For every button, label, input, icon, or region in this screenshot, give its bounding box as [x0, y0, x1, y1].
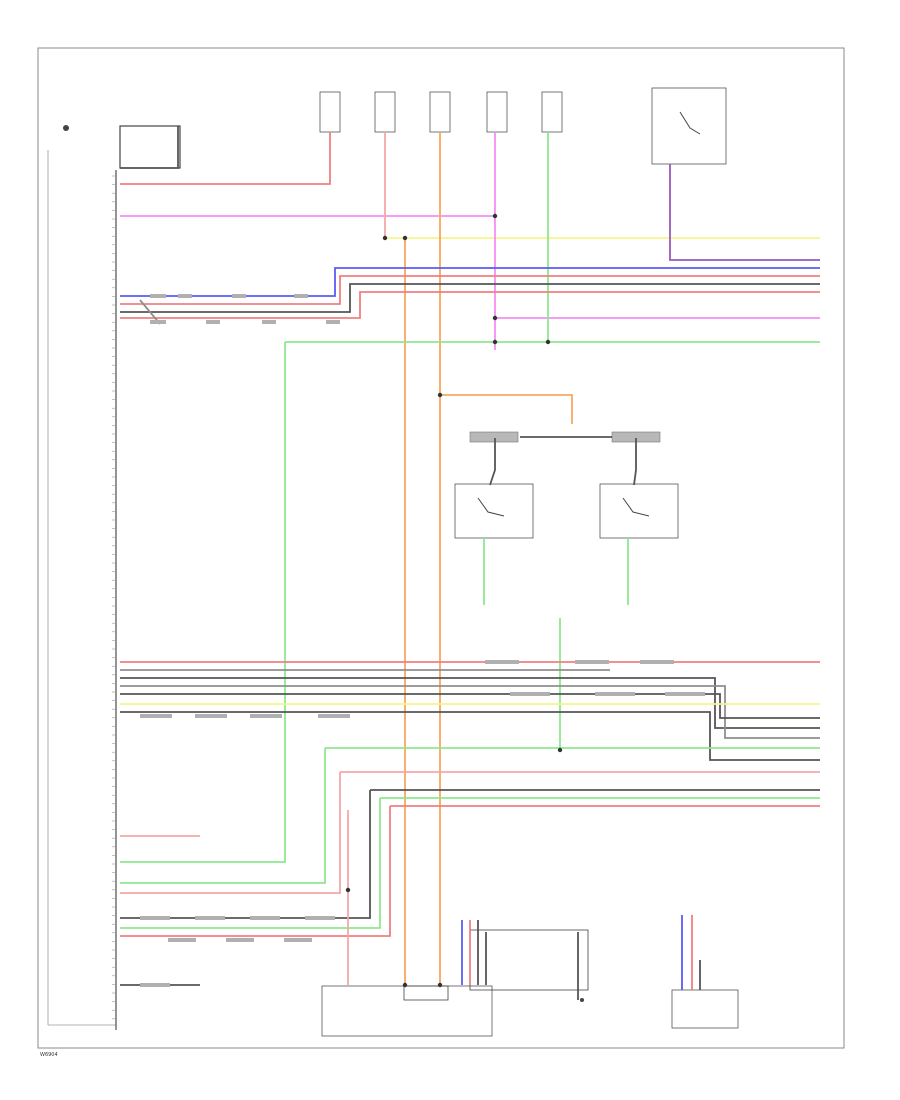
splice-point: [545, 339, 551, 345]
ground-point-icon: [580, 998, 584, 1002]
wire-connector-segment: [206, 320, 220, 324]
fuse-row: [319, 91, 563, 133]
wire-green-12: [120, 342, 286, 863]
fuse-box-1: [319, 91, 341, 133]
wire-connector-segment: [226, 938, 254, 942]
wire-harness: [120, 126, 820, 1000]
wire-darkgray-16: [120, 283, 820, 313]
wire-red-17: [120, 291, 820, 319]
splice-point: [492, 339, 498, 345]
splice-points: [345, 213, 563, 988]
wire-green-40: [120, 798, 381, 929]
wire-connector-segment: [140, 983, 170, 987]
wire-red-42: [120, 806, 391, 937]
fuse-box-5: [541, 91, 563, 133]
wire-gray-29: [120, 685, 820, 739]
wire-red-15: [120, 275, 820, 305]
wire-connector-segment: [140, 916, 170, 920]
wire-connector-segment: [150, 320, 166, 324]
wire-connector-segment: [665, 692, 705, 696]
wire-connector-segment: [195, 916, 225, 920]
wire-connector-segment: [168, 938, 196, 942]
wire-red-2: [120, 132, 331, 185]
wire-connector-segment: [284, 938, 312, 942]
door-switch-left-contact-icon: [477, 497, 505, 517]
connector-pin-ticks: [112, 175, 116, 1020]
splice-bracket: [469, 929, 589, 991]
wire-darkgray-22: [633, 438, 637, 486]
wire-pink-36: [120, 772, 341, 894]
wire-darkgray-20: [489, 438, 496, 486]
splice-point: [492, 315, 498, 321]
diagram-frame: [37, 47, 845, 1049]
wire-connector-segment: [305, 916, 335, 920]
wire-blue-14: [120, 267, 820, 297]
wire-connector-segment: [575, 660, 609, 664]
wire-connector-segment: [140, 714, 172, 718]
wire-connector-segment: [510, 692, 550, 696]
wire-darkgray-30: [120, 693, 820, 719]
wire-darkgray-38: [120, 790, 371, 919]
wire-darkgray-1: [120, 126, 179, 169]
relay-switch-icon: [679, 111, 701, 135]
wire-connector-segment: [250, 916, 280, 920]
wire-connector-segment: [262, 320, 276, 324]
wire-connector-segments: [140, 294, 705, 987]
splice-point: [557, 747, 563, 753]
wire-connector-segment: [178, 294, 192, 298]
splice-point: [492, 213, 498, 219]
splice-point: [402, 982, 408, 988]
wire-connector-segment: [294, 294, 308, 298]
combination-meter-connector: [403, 985, 449, 1001]
wire-connector-segment: [232, 294, 246, 298]
splice-point: [437, 982, 443, 988]
ground-symbol-icon: [63, 125, 69, 131]
wire-connector-segment: [485, 660, 519, 664]
combination-meter-unit: [321, 985, 493, 1037]
splice-point: [437, 392, 443, 398]
fuse-box-2: [374, 91, 396, 133]
splice-point: [345, 887, 351, 893]
wire-connector-segment: [318, 714, 350, 718]
door-switch-right-contact-icon: [622, 497, 650, 517]
wire-orange-19: [440, 394, 573, 424]
wire-connector-segment: [640, 660, 674, 664]
door-switch-left: [454, 483, 534, 539]
page-code: W6904: [40, 1052, 58, 1058]
fuse-box-3: [429, 91, 451, 133]
bcm-unit: [671, 989, 739, 1029]
wire-purple-13: [669, 164, 820, 261]
wire-green-34: [120, 748, 326, 884]
joint-connector-left: [469, 431, 519, 443]
ground-splice-block: [119, 125, 181, 169]
wire-connector-segment: [150, 294, 166, 298]
wire-connector-segment: [326, 320, 340, 324]
door-switch-right: [599, 483, 679, 539]
fuse-box-4: [486, 91, 508, 133]
wire-connector-segment: [595, 692, 635, 696]
wire-darkgray-28: [120, 677, 820, 729]
splice-point: [402, 235, 408, 241]
wire-darkgray-32: [120, 711, 820, 761]
wire-connector-segment: [250, 714, 282, 718]
wire-connector-segment: [195, 714, 227, 718]
splice-point: [382, 235, 388, 241]
